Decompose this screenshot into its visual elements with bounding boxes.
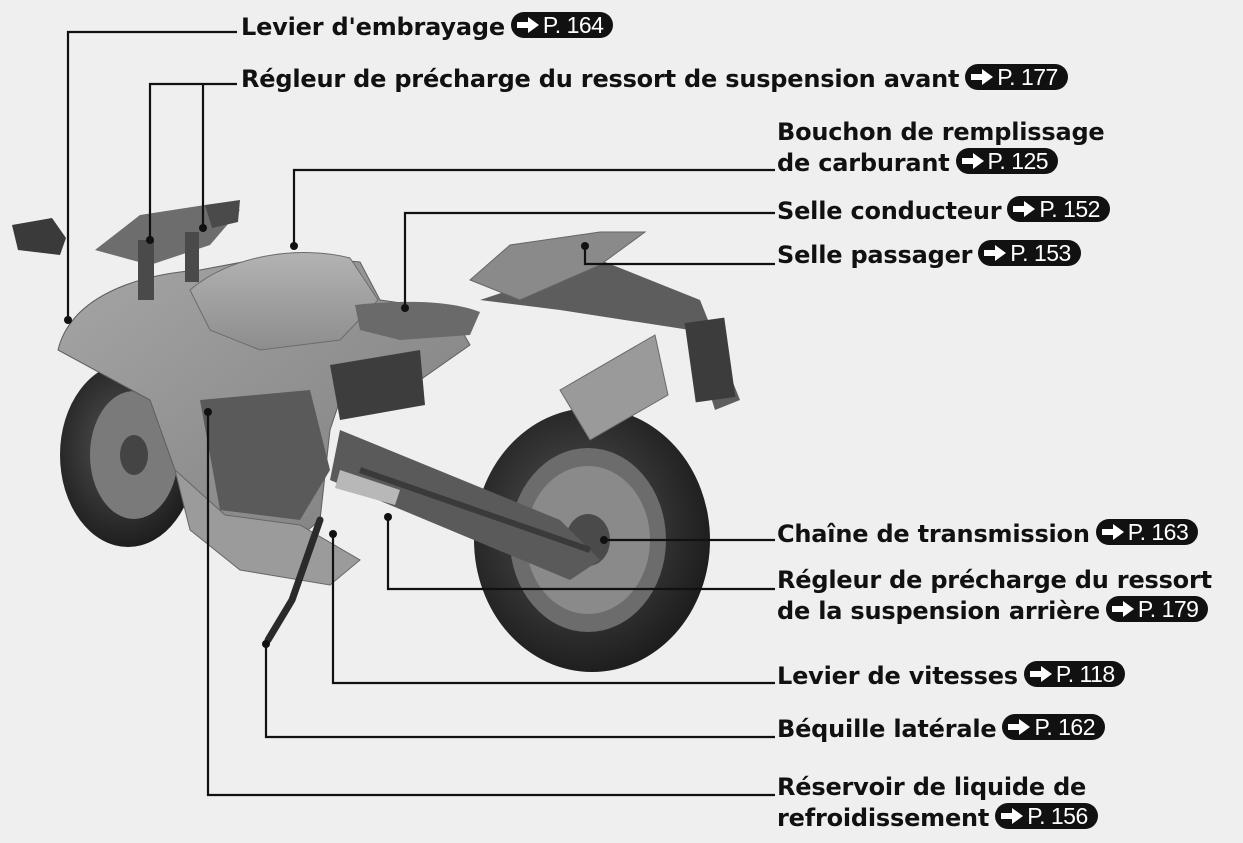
page-reference-link[interactable]: P. 177 (965, 64, 1068, 90)
page-reference-text: P. 164 (543, 10, 604, 41)
page-reference-link[interactable]: P. 118 (1024, 661, 1125, 687)
dot-clutch-lever (64, 316, 72, 324)
page-reference-link[interactable]: P. 163 (1096, 519, 1199, 545)
dot-front-preload-left (146, 236, 154, 244)
callout-text-line: Bouchon de remplissage (777, 117, 1105, 148)
page-reference-link[interactable]: P. 162 (1002, 714, 1105, 740)
fork-top-left (138, 240, 154, 300)
page-reference-link[interactable]: P. 152 (1007, 196, 1110, 222)
dot-rider-seat (401, 304, 409, 312)
page-reference-link[interactable]: P. 179 (1106, 596, 1209, 622)
arrow-right-icon (1110, 600, 1136, 618)
page-reference-link[interactable]: P. 125 (956, 148, 1059, 174)
page-reference-text: P. 163 (1128, 517, 1189, 548)
arrow-right-icon (515, 16, 541, 34)
page-reference-text: P. 162 (1034, 712, 1095, 743)
arrow-right-icon (1011, 200, 1037, 218)
arrow-right-icon (969, 68, 995, 86)
dot-fuel-cap (290, 242, 298, 250)
left-mirror (12, 218, 66, 255)
callout-rear-preload: Régleur de précharge du ressort de la su… (777, 565, 1212, 627)
leader-side-stand (266, 644, 775, 737)
license-plate-holder (685, 318, 736, 403)
page-reference-link[interactable]: P. 164 (511, 12, 614, 38)
arrow-right-icon (999, 807, 1025, 825)
fork-top-right (185, 232, 199, 282)
callout-text-line: Réservoir de liquide de (777, 772, 1098, 803)
page-reference-link[interactable]: P. 156 (995, 803, 1098, 829)
dot-coolant (204, 408, 212, 416)
page-reference-text: P. 156 (1027, 801, 1088, 832)
page-reference-text: P. 153 (1010, 238, 1071, 269)
page-reference-link[interactable]: P. 153 (978, 240, 1081, 266)
arrow-right-icon (982, 244, 1008, 262)
callout-front-preload: Régleur de précharge du ressort de suspe… (241, 64, 1068, 95)
page-reference-text: P. 177 (997, 62, 1058, 93)
dot-drive-chain (600, 536, 608, 544)
dot-shift-lever (329, 530, 337, 538)
dot-rear-preload (384, 513, 392, 521)
page-reference-text: P. 179 (1138, 594, 1199, 625)
dot-front-preload-right (199, 224, 207, 232)
dot-side-stand (262, 640, 270, 648)
arrow-right-icon (1100, 523, 1126, 541)
page-reference-text: P. 152 (1039, 194, 1100, 225)
arrow-right-icon (1006, 718, 1032, 736)
callout-text-line: Régleur de précharge du ressort de suspe… (241, 64, 1068, 95)
page-reference-text: P. 125 (988, 146, 1049, 177)
arrow-right-icon (1028, 665, 1054, 683)
engine (200, 390, 330, 520)
dot-passenger-seat (581, 242, 589, 250)
arrow-right-icon (960, 152, 986, 170)
page-reference-text: P. 118 (1056, 659, 1115, 690)
leader-fuel-cap (294, 170, 775, 246)
callout-text-line: Régleur de précharge du ressort (777, 565, 1212, 596)
